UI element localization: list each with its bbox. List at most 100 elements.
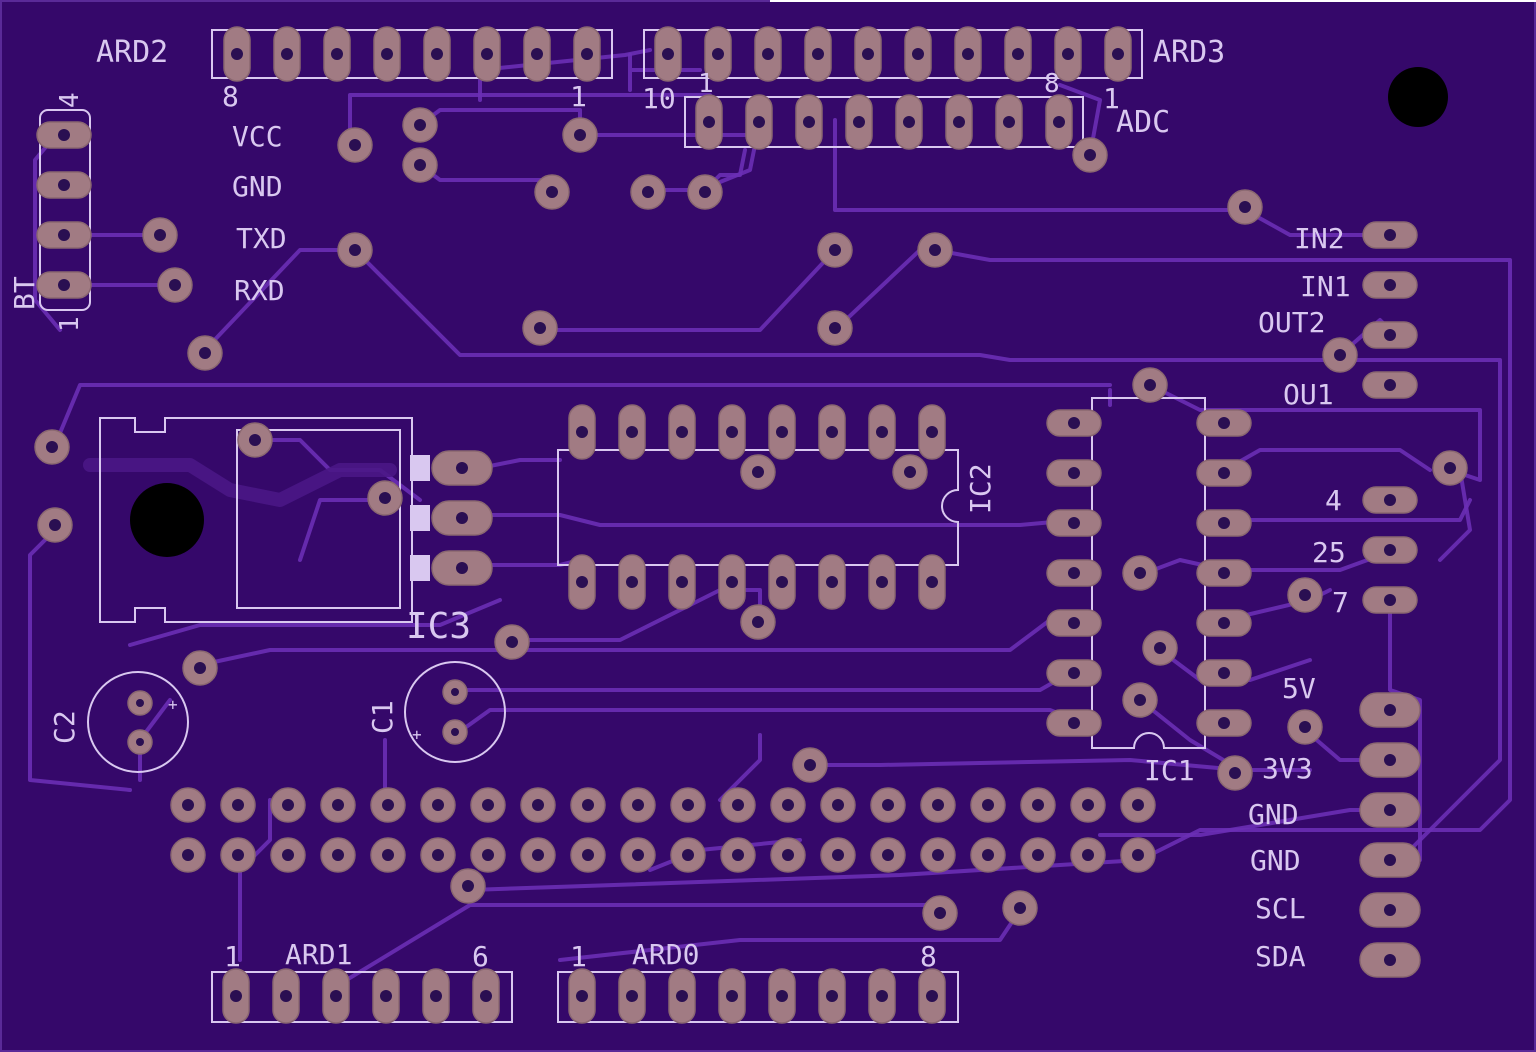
header-pad (420, 837, 456, 873)
adc-pad (995, 94, 1023, 150)
via-pad (817, 310, 853, 346)
header-pad (1120, 837, 1156, 873)
ard3-pad (854, 26, 882, 82)
ard2-pad (423, 26, 451, 82)
via-pad (792, 747, 828, 783)
ard3-pad (1004, 26, 1032, 82)
header-pad (720, 787, 756, 823)
ic1-pad (1046, 559, 1102, 587)
ard3-pad (1104, 26, 1132, 82)
adc-outline (684, 96, 1084, 148)
ard0-pad (768, 968, 796, 1024)
ard0-pad (818, 968, 846, 1024)
mounting-hole-top-right (1388, 67, 1448, 127)
pin25-label: 25 (1312, 536, 1346, 569)
bt-label: BT (8, 276, 41, 310)
ic3-pad (431, 500, 493, 536)
via-pad (402, 147, 438, 183)
via-pad (37, 507, 73, 543)
via-pad (1217, 755, 1253, 791)
text-layer: ARD2 8 1 ARD3 10 1 ADC 1 8 BT 4 1 VCC GN… (8, 35, 1351, 973)
ic1-pad (1196, 709, 1252, 737)
adc-pad (845, 94, 873, 150)
via-pad (450, 868, 486, 904)
ard1-outline (211, 971, 513, 1023)
ard1-left-pin: 1 (224, 940, 241, 973)
ic2-pad (568, 554, 596, 610)
in1-label: IN1 (1300, 270, 1351, 303)
via-pad (1122, 682, 1158, 718)
io-pad (1362, 371, 1418, 399)
pin7-label: 7 (1332, 586, 1349, 619)
header-pad (770, 837, 806, 873)
ic2-pad (718, 554, 746, 610)
header-pad (320, 787, 356, 823)
ic1-pad (1046, 509, 1102, 537)
header-pad (1120, 787, 1156, 823)
ard0-pad (668, 968, 696, 1024)
gpio-pad (1362, 586, 1418, 614)
ard1-pad (372, 968, 400, 1024)
c2-pad (127, 729, 153, 755)
adc-left-pin: 1 (698, 69, 714, 99)
ard0-pad (568, 968, 596, 1024)
header-pad (1020, 837, 1056, 873)
ic2-pad (668, 554, 696, 610)
header-pad (270, 837, 306, 873)
ic2-pad (918, 404, 946, 460)
ard2-pad (373, 26, 401, 82)
c1-outline (404, 661, 506, 763)
ard1-pad (422, 968, 450, 1024)
ard3-left-pin: 10 (642, 82, 676, 115)
c1-label: C1 (366, 700, 399, 734)
via-pad (1132, 367, 1168, 403)
bt-pad (36, 221, 92, 249)
ic2-outline (557, 449, 959, 566)
vcc-label: VCC (232, 120, 283, 153)
via-pad (562, 117, 598, 153)
header-pad (920, 787, 956, 823)
ard2-pad (223, 26, 251, 82)
ard0-pad (868, 968, 896, 1024)
ard0-pad (718, 968, 746, 1024)
bt-pad (36, 121, 92, 149)
ard1-pad (222, 968, 250, 1024)
ic2-pad (768, 404, 796, 460)
ard2-pad (573, 26, 601, 82)
via-pad (367, 480, 403, 516)
via-pad (1122, 555, 1158, 591)
ic1-pad (1196, 459, 1252, 487)
via-pad (337, 127, 373, 163)
ic2-pad (868, 404, 896, 460)
adc-pad (895, 94, 923, 150)
ic1-pad (1196, 659, 1252, 687)
power-pad (1359, 742, 1421, 778)
gpio-pad (1362, 486, 1418, 514)
ard1-pad (472, 968, 500, 1024)
ard1-pad (272, 968, 300, 1024)
io-pad (1362, 321, 1418, 349)
ard2-label: ARD2 (96, 35, 168, 70)
header-pad (870, 837, 906, 873)
io-pad (1362, 221, 1418, 249)
header-pad (470, 787, 506, 823)
adc-pad (795, 94, 823, 150)
svg-text:+: + (168, 695, 178, 714)
via-pad (892, 454, 928, 490)
adc-pad (945, 94, 973, 150)
c1-pad (442, 719, 468, 745)
via-pad (157, 267, 193, 303)
header-pad (170, 787, 206, 823)
ic2-pad (718, 404, 746, 460)
ard2-right-pin: 1 (570, 80, 587, 113)
c1-pad (442, 679, 468, 705)
header-pad (170, 837, 206, 873)
header-pad (720, 837, 756, 873)
ic3-pad (431, 550, 493, 586)
header-pad (620, 787, 656, 823)
silkscreen-layer: + + (39, 0, 1536, 1023)
power-pad (1359, 792, 1421, 828)
via-pad (402, 107, 438, 143)
